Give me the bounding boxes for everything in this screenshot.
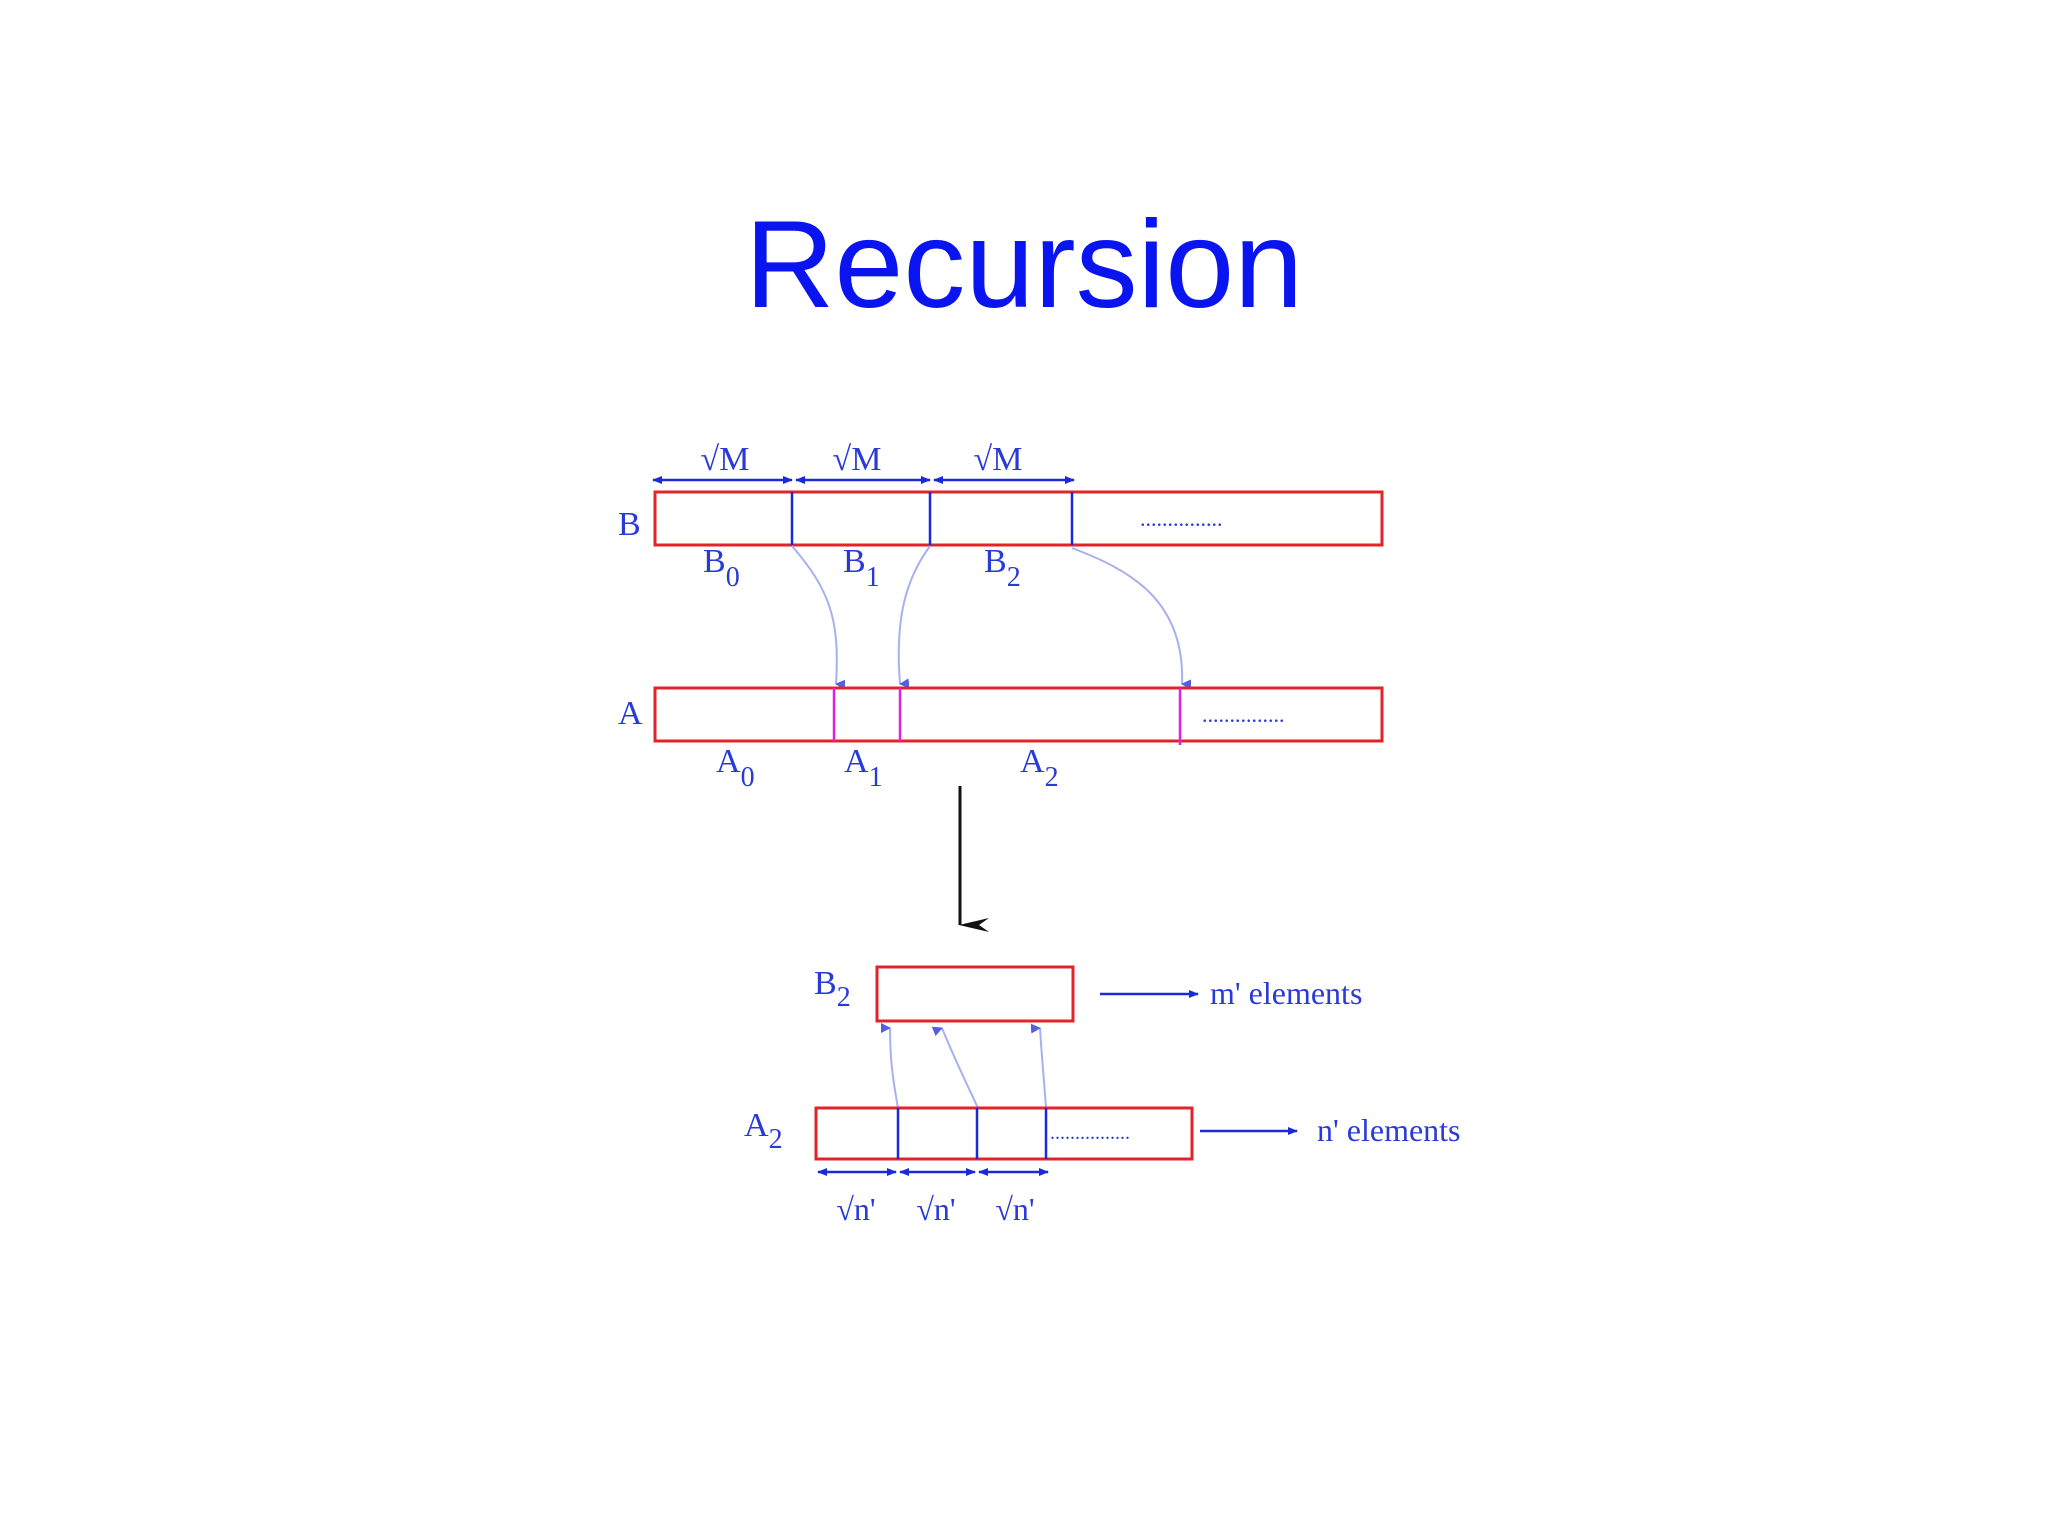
- sqrt-n-label-2: √n': [995, 1191, 1034, 1227]
- recursive-a2: A2 ................ n' elements √n' √n' …: [744, 1106, 1461, 1227]
- row-label-a: A: [618, 695, 643, 732]
- a2-label: A2: [744, 1107, 783, 1155]
- segment-a2: A2: [1020, 743, 1059, 793]
- b-ellipsis: ...............: [1140, 506, 1223, 531]
- sqrt-n-label-1: √n': [916, 1191, 955, 1227]
- sqrt-m-label-1: √M: [833, 441, 882, 478]
- a-ellipsis: ...............: [1202, 702, 1285, 727]
- slide-title: Recursion: [744, 196, 1304, 334]
- row-label-b: B: [618, 506, 641, 543]
- middle-row-a: A ............... A0 A1 A2: [618, 686, 1384, 793]
- b2-label: B2: [814, 965, 851, 1013]
- recursive-b2: B2 m' elements: [814, 965, 1362, 1023]
- sqrt-m-label-0: √M: [701, 441, 750, 478]
- segment-b1: B1: [843, 543, 880, 593]
- sqrt-m-label-2: √M: [974, 441, 1023, 478]
- segment-b0: B0: [703, 543, 740, 593]
- segment-a0: A0: [716, 743, 755, 793]
- m-elements-note: m' elements: [1210, 975, 1362, 1011]
- a2-ellipsis: ................: [1050, 1122, 1130, 1144]
- n-elements-note: n' elements: [1317, 1112, 1461, 1148]
- array-b-box: [653, 490, 1384, 547]
- top-row-b: √M √M √M B ............... B0 B1 B2: [618, 441, 1384, 593]
- b2-box: [875, 965, 1075, 1023]
- a2-to-b2-arrows: [880, 1023, 1047, 1109]
- segment-b2: B2: [984, 543, 1021, 593]
- sqrt-n-label-0: √n': [836, 1191, 875, 1227]
- a2-box: [814, 1106, 1194, 1161]
- b-to-a-mapping-arrows: [791, 545, 1192, 690]
- segment-a1: A1: [844, 743, 883, 793]
- array-a-box: [653, 686, 1384, 743]
